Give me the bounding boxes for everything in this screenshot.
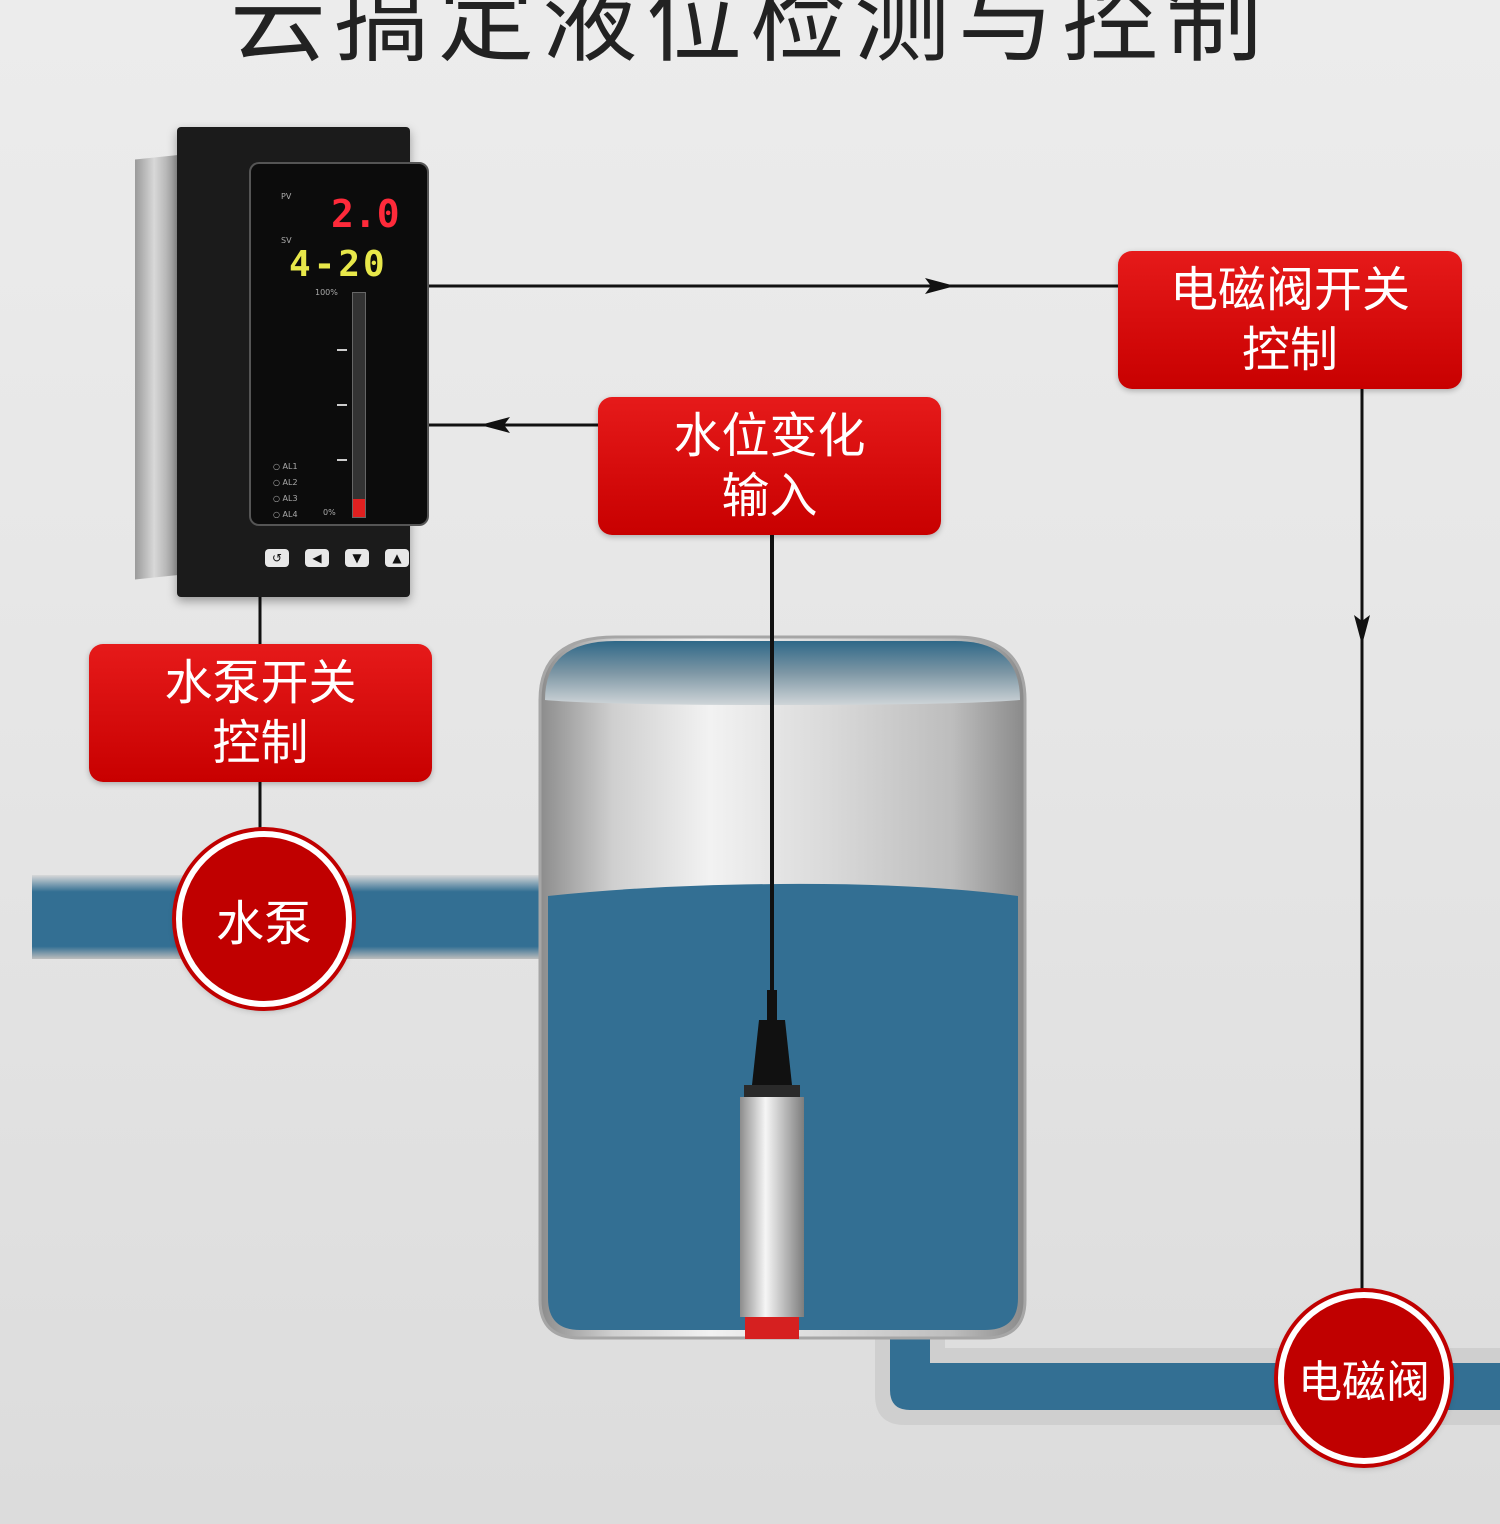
water-input-line2: 输入: [721, 468, 818, 524]
alarm-indicator-3: ○ AL3: [273, 494, 298, 503]
sv-label: SV: [281, 236, 292, 245]
valve-control-box: 电磁阀开关 控制: [1118, 251, 1462, 389]
alarm-indicator-1: ○ AL1: [273, 462, 298, 471]
pump-control-box: 水泵开关 控制: [89, 644, 432, 782]
reset-button[interactable]: ↺: [265, 549, 289, 567]
alarm-indicator-4: ○ AL4: [273, 510, 298, 519]
pump-control-line1: 水泵开关: [164, 655, 357, 711]
pv-label: PV: [281, 192, 292, 201]
level-probe: [740, 990, 804, 1339]
water-input-line1: 水位变化: [673, 408, 866, 464]
left-button[interactable]: ◀: [305, 549, 329, 567]
pump-circle: 水泵: [176, 831, 352, 1007]
pv-value: 2.0: [331, 192, 400, 236]
controller-display: PV 2.0 SV 4-20 100% 0% ○ AL1 ○ AL2 ○ AL3 ○ …: [249, 162, 429, 526]
valve-control-line2: 控制: [1241, 322, 1338, 378]
bar-top-label: 100%: [315, 288, 338, 297]
down-button[interactable]: ▼: [345, 549, 369, 567]
level-controller: PV 2.0 SV 4-20 100% 0% ○ AL1 ○ AL2 ○ AL3 ○ …: [135, 127, 429, 597]
water-input-box: 水位变化 输入: [598, 397, 941, 535]
valve-control-line1: 电磁阀开关: [1169, 262, 1410, 318]
sv-value: 4-20: [289, 244, 388, 285]
bar-bottom-label: 0%: [323, 508, 336, 517]
pump-control-line2: 控制: [212, 715, 309, 771]
valve-circle: 电磁阀: [1278, 1292, 1450, 1464]
alarm-indicator-2: ○ AL2: [273, 478, 298, 487]
up-button[interactable]: ▲: [385, 549, 409, 567]
page-title: 云搞定液位检测与控制: [230, 0, 1270, 76]
level-bar: [352, 292, 366, 518]
